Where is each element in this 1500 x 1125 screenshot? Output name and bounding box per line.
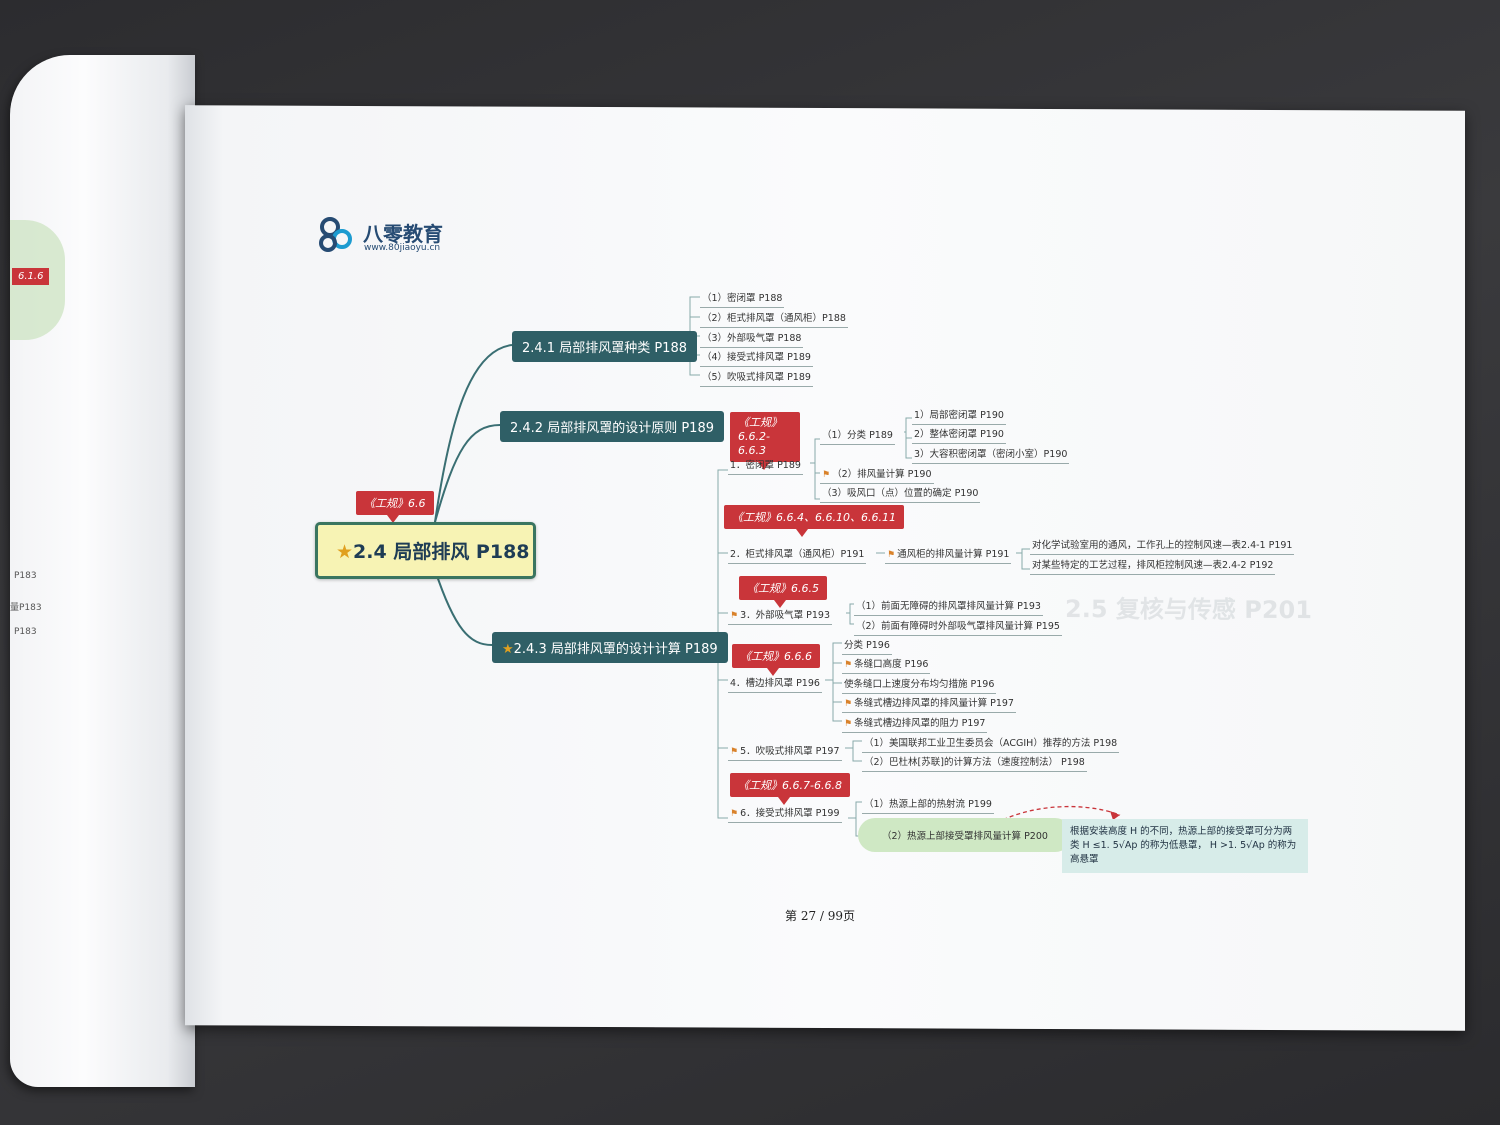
closed-item: （3）吸风口（点）位置的确定 P190: [820, 484, 981, 503]
left-page: 6.1.6 P183 量P183 P183: [10, 55, 195, 1087]
closed-type: 2）整体密闭罩 P190: [912, 425, 1006, 444]
external-item: （2）前面有障碍时外部吸气罩排风量计算 P195: [854, 617, 1062, 636]
calc-item: ⚑6．接受式排风罩 P199: [728, 804, 842, 823]
closed-item: ⚑（2）排风量计算 P190: [820, 465, 934, 484]
closed-type: 1）局部密闭罩 P190: [912, 406, 1006, 425]
cabinet-item: ⚑通风柜的排风量计算 P191: [885, 545, 1012, 564]
star-icon: ★: [502, 642, 514, 657]
receiving-cloud: （2）热源上部接受罩排风量计算 P200: [858, 818, 1072, 852]
center-tag: 《工规》6.6: [356, 491, 434, 523]
center-topic: ★2.4 局部排风 P188: [315, 522, 536, 579]
left-page-fragment: P183: [14, 627, 37, 637]
flag-icon: ⚑: [844, 719, 853, 729]
trough-item: ⚑条缝式槽边排风罩的排风量计算 P197: [842, 694, 1016, 713]
branch-calc: ★2.4.3 局部排风罩的设计计算 P189: [492, 632, 728, 663]
flag-icon: ⚑: [730, 611, 739, 621]
trough-item: 使条缝口上速度分布均匀措施 P196: [842, 675, 997, 694]
brand-name: 八零教育: [363, 222, 443, 246]
trough-item: ⚑条缝式槽边排风罩的阻力 P197: [842, 714, 988, 733]
receiving-note: 根据安装高度 H 的不同，热源上部的接受罩可分为两类 H ≤1. 5√Ap 的称…: [1062, 819, 1308, 873]
left-page-fragment: 量P183: [10, 603, 42, 613]
flag-icon: ⚑: [844, 699, 853, 709]
calc-item: 2．柜式排风罩（通风柜）P191: [728, 545, 867, 564]
branch-principles: 2.4.2 局部排风罩的设计原则 P189: [500, 411, 724, 442]
receiving-item: （1）热源上部的热射流 P199: [862, 795, 994, 814]
external-item: （1）前面无障碍的排风罩排风量计算 P193: [854, 597, 1043, 616]
type-item: （3）外部吸气罩 P188: [700, 329, 804, 348]
blowsuck-item: （1）美国联邦工业卫生委员会（ACGIH）推荐的方法 P198: [862, 734, 1120, 753]
blowsuck-item: （2）巴杜林[苏联]的计算方法（速度控制法） P198: [862, 753, 1087, 772]
flag-icon: ⚑: [844, 660, 853, 670]
closed-type: 3）大容积密闭罩（密闭小室）P190: [912, 445, 1070, 464]
trough-item: ⚑条缝口高度 P196: [842, 655, 931, 674]
calc-item: ⚑5．吹吸式排风罩 P197: [728, 742, 842, 761]
page-number: 第 27 / 99页: [785, 909, 856, 923]
calc-item: 4．槽边排风罩 P196: [728, 674, 822, 693]
brand-url: www.80jiaoyu.cn: [364, 243, 441, 253]
left-page-tag: 6.1.6: [12, 268, 50, 285]
center-topic-label: 2.4 局部排风 P188: [353, 541, 530, 563]
type-item: （4）接受式排风罩 P189: [700, 348, 813, 367]
brand-logo: [318, 214, 360, 258]
logo-icon: [319, 217, 352, 252]
code-tag: 《工规》6.6.5: [739, 576, 827, 608]
branch-calc-label: 2.4.3 局部排风罩的设计计算 P189: [513, 642, 718, 657]
calc-item: ⚑3．外部吸气罩 P193: [728, 606, 833, 625]
cabinet-sub: 对化学试验室用的通风，工作孔上的控制风速—表2.4-1 P191: [1030, 536, 1295, 555]
type-item: （1）密闭罩 P188: [700, 289, 785, 308]
type-item: （2）柜式排风罩（通风柜）P188: [700, 309, 848, 328]
calc-item: 1．密闭罩 P189: [728, 456, 803, 475]
flag-icon: ⚑: [730, 809, 739, 819]
flag-icon: ⚑: [887, 550, 896, 560]
trough-item: 分类 P196: [842, 636, 892, 655]
closed-item: （1）分类 P189: [820, 426, 895, 445]
flag-icon: ⚑: [822, 470, 831, 480]
type-item: （5）吹吸式排风罩 P189: [700, 368, 813, 387]
code-tag: 《工规》6.6.7-6.6.8: [730, 773, 850, 805]
flag-icon: ⚑: [730, 747, 739, 757]
left-page-fragment: P183: [14, 571, 37, 581]
star-icon: ★: [336, 541, 354, 563]
code-tag: 《工规》6.6.6: [732, 644, 820, 676]
code-tag: 《工规》6.6.2-6.6.3: [730, 412, 800, 470]
branch-types: 2.4.1 局部排风罩种类 P188: [512, 331, 697, 362]
code-tag: 《工规》6.6.4、6.6.10、6.6.11: [724, 505, 904, 537]
cabinet-sub: 对某些特定的工艺过程，排风柜控制风速—表2.4-2 P192: [1030, 556, 1276, 575]
